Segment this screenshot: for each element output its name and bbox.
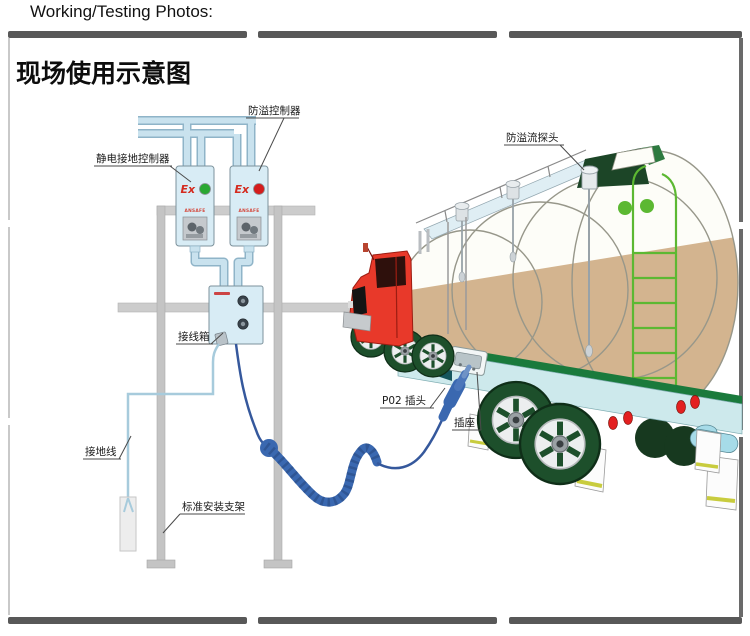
p02-plug	[438, 364, 472, 422]
rear-wheel	[520, 404, 600, 484]
mudflap	[694, 429, 722, 474]
label-socket: 插座	[454, 416, 475, 429]
tank-green-dot	[640, 199, 654, 213]
cab-mirror	[363, 243, 368, 252]
cab-mirror-arm	[366, 246, 375, 261]
tank-liquid	[398, 235, 738, 415]
display-graphic	[241, 222, 251, 232]
tank-handrail	[415, 149, 587, 224]
label-static-grounding-controller: 静电接地控制器	[96, 152, 170, 165]
display-graphic	[240, 234, 257, 238]
frame-right-segment	[739, 38, 743, 222]
exhaust-stacks	[418, 229, 430, 254]
grounding-rod-clamp	[123, 497, 134, 513]
junction-box-port-pin	[240, 321, 246, 327]
junction-box-marking	[214, 292, 230, 295]
frame-post-left	[156, 205, 166, 563]
frame-post-right	[273, 205, 283, 563]
grounding-rod-body	[119, 496, 137, 552]
frame-right-segment	[739, 229, 743, 430]
grounding-wire-line	[126, 343, 221, 498]
tank-rear-step	[611, 146, 656, 171]
tank-green-dot	[618, 201, 632, 215]
callout-lines	[83, 117, 585, 534]
rear-ladder	[631, 164, 678, 406]
overflow-probe-2	[505, 180, 521, 263]
frame-bottom-segment	[8, 617, 247, 624]
junction-box-gland	[214, 331, 229, 347]
display-graphic	[196, 226, 204, 234]
grounding-rod	[119, 496, 137, 552]
display-graphic	[187, 222, 197, 232]
cab-headlight	[348, 301, 353, 308]
label-junction-box: 接线箱	[178, 330, 210, 343]
cab-door-line	[395, 256, 398, 339]
junction-box-device	[208, 285, 264, 347]
label-overflow-probe: 防溢流探头	[506, 131, 559, 144]
tail-lights	[608, 395, 700, 430]
label-p02-plug: P02 插头	[382, 394, 426, 407]
frame-top-segment	[258, 31, 497, 38]
junction-box-port-pin	[240, 298, 246, 304]
display-graphic	[186, 234, 203, 238]
ex-mark: Ex	[235, 183, 251, 196]
overflow-probe-main	[580, 165, 599, 358]
display-graphic	[250, 226, 258, 234]
socket-panel	[448, 346, 488, 376]
controller-brand: ANSAFE	[238, 208, 259, 214]
frame-bottom-segment	[509, 617, 742, 624]
spiral-cable	[234, 343, 472, 507]
overhead-pipes	[138, 116, 256, 288]
cab-bumper	[342, 311, 372, 332]
diagram-title: 现场使用示意图	[16, 59, 191, 88]
overflow-controller-device: Ex ANSAFE	[229, 165, 269, 253]
frame-foot-right	[263, 559, 293, 569]
cab-grille	[352, 286, 367, 316]
frame-right-segment	[739, 437, 743, 617]
tanker-truck	[342, 145, 743, 511]
frame-top-segment	[509, 31, 742, 38]
overflow-probe-1	[454, 202, 470, 283]
controller-outlet	[243, 245, 255, 253]
controller-brand: ANSAFE	[184, 208, 205, 214]
label-mounting-bracket: 标准安装支架	[182, 500, 245, 513]
frame-bottom-segment	[258, 617, 497, 624]
label-grounding-wire: 接地线	[85, 445, 117, 458]
indicator-light-green	[199, 183, 211, 195]
front-wheel	[410, 333, 456, 379]
cab-window	[375, 256, 406, 288]
page-header: Working/Testing Photos:	[30, 2, 213, 21]
frame-left-segment	[8, 38, 10, 220]
static-grounding-controller-device: Ex ANSAFE	[175, 165, 215, 253]
truck-cab	[342, 243, 414, 347]
frame-top-segment	[8, 31, 247, 38]
controller-outlet	[189, 245, 201, 253]
front-handrails	[447, 217, 467, 334]
frame-foot-left	[146, 559, 176, 569]
frame-left-segment	[8, 425, 10, 615]
ex-mark: Ex	[181, 183, 197, 196]
tank-body	[397, 150, 739, 416]
indicator-light-red	[253, 183, 265, 195]
label-overflow-controller: 防溢控制器	[248, 104, 301, 117]
frame-left-segment	[8, 227, 10, 418]
